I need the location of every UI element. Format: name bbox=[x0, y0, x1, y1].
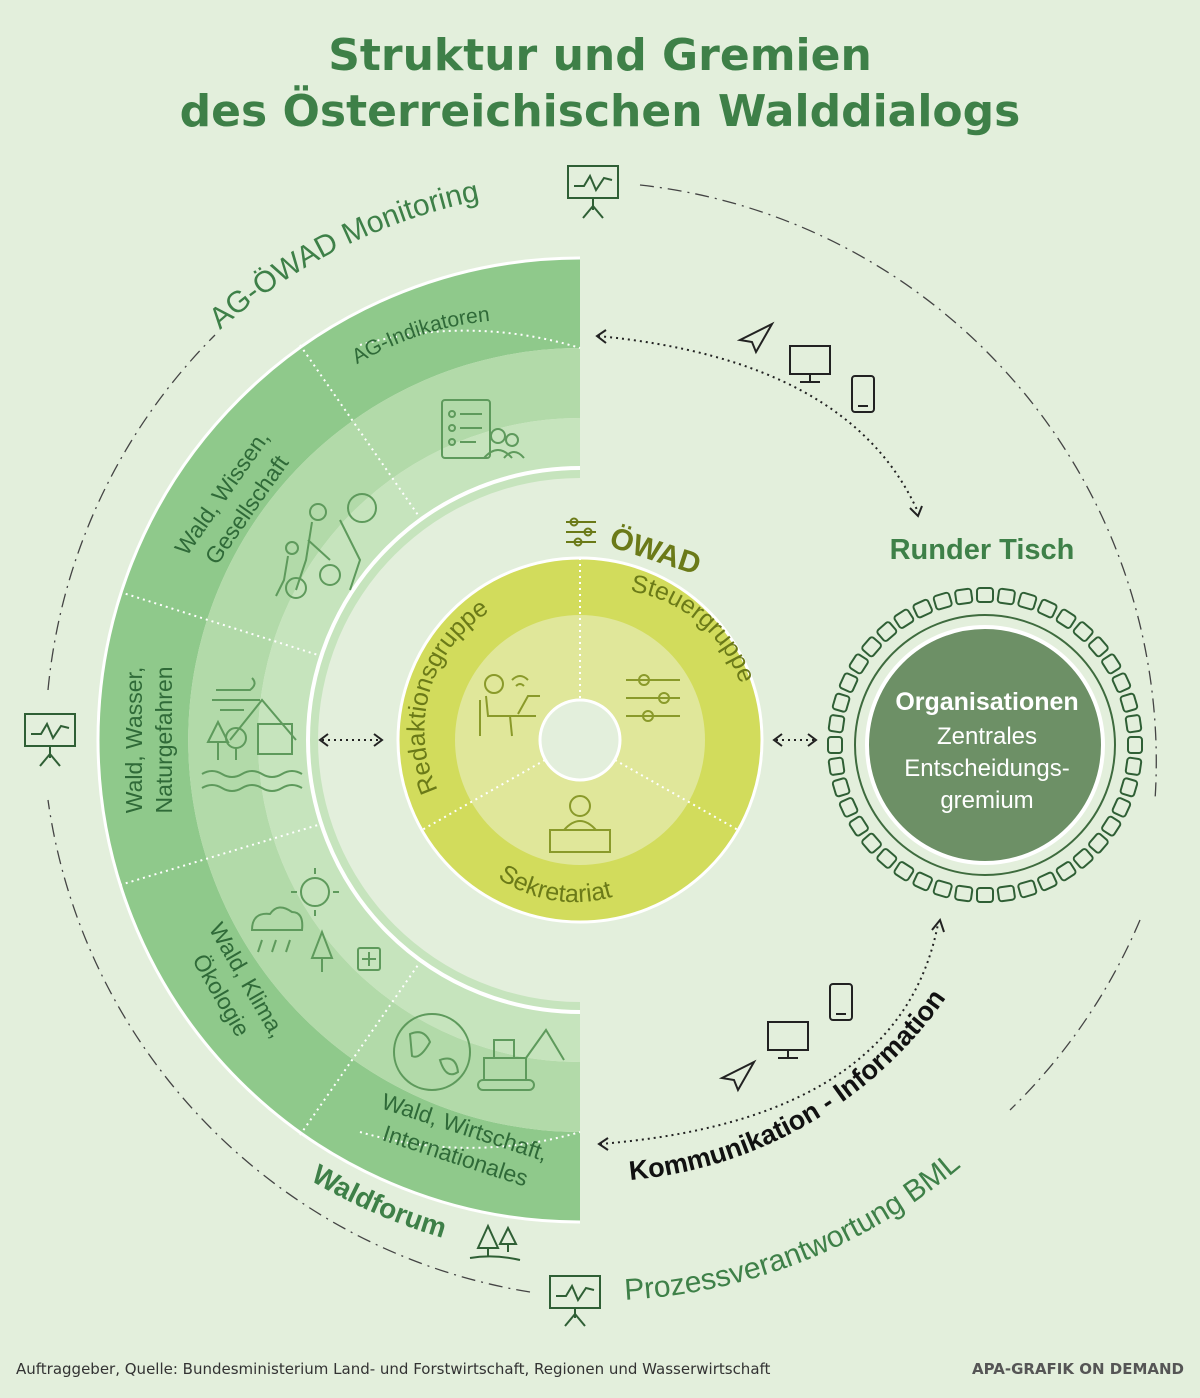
trees-icon bbox=[470, 1226, 520, 1260]
chair-icon bbox=[861, 636, 882, 657]
chair-icon bbox=[893, 861, 914, 881]
chair-icon bbox=[893, 609, 914, 629]
bidirectional-arrow-right bbox=[774, 734, 816, 746]
chair-icon bbox=[933, 592, 952, 610]
smartphone-icon bbox=[830, 984, 852, 1020]
chair-icon bbox=[1073, 848, 1094, 869]
runder-tisch-line-3: gremium bbox=[940, 787, 1033, 814]
monitor-icon bbox=[768, 1022, 808, 1058]
chair-icon bbox=[1056, 609, 1077, 629]
chair-icon bbox=[1112, 797, 1131, 817]
presentation-board-icon bbox=[550, 1276, 600, 1326]
chair-icon bbox=[1037, 872, 1057, 891]
chair-icon bbox=[828, 757, 844, 775]
chair-icon bbox=[997, 885, 1015, 901]
chair-icon bbox=[997, 588, 1015, 604]
footer-source: Auftraggeber, Quelle: Bundesministerium … bbox=[16, 1360, 770, 1378]
chair-icon bbox=[955, 885, 973, 901]
svg-text:Naturgefahren: Naturgefahren bbox=[151, 666, 177, 813]
chair-icon bbox=[977, 588, 993, 602]
chair-icon bbox=[832, 693, 850, 712]
chair-icon bbox=[861, 833, 882, 854]
chair-icon bbox=[849, 816, 869, 837]
chair-icon bbox=[1018, 880, 1037, 898]
runder-tisch-label: Runder Tisch bbox=[890, 534, 1075, 566]
chair-icon bbox=[1037, 599, 1057, 618]
chair-icon bbox=[876, 621, 897, 642]
chair-icon bbox=[1128, 737, 1142, 753]
bidirectional-arrow-left bbox=[320, 734, 382, 746]
runder-tisch-line-2: Entscheidungs- bbox=[904, 755, 1069, 782]
chair-icon bbox=[1073, 621, 1094, 642]
chair-icon bbox=[1088, 636, 1109, 657]
runder-tisch-title: Organisationen bbox=[895, 688, 1078, 716]
presentation-board-icon bbox=[25, 714, 75, 766]
chair-icon bbox=[849, 653, 869, 674]
chair-icon bbox=[1101, 816, 1121, 837]
chair-icon bbox=[828, 715, 844, 733]
chair-icon bbox=[832, 778, 850, 797]
sliders-icon bbox=[566, 519, 596, 546]
chair-icon bbox=[1101, 653, 1121, 674]
chair-icon bbox=[839, 797, 858, 817]
chair-icon bbox=[955, 588, 973, 604]
chair-icon bbox=[1088, 833, 1109, 854]
chair-icon bbox=[828, 737, 842, 753]
chair-icon bbox=[1056, 861, 1077, 881]
runder-tisch-line-1: Zentrales bbox=[937, 723, 1037, 750]
paper-plane-icon bbox=[740, 324, 772, 352]
footer-credit: APA-GRAFIK ON DEMAND bbox=[972, 1360, 1184, 1378]
chair-icon bbox=[839, 673, 858, 693]
communication-label: Kommunikation - Information bbox=[627, 984, 951, 1186]
chair-icon bbox=[1018, 592, 1037, 610]
chair-icon bbox=[933, 880, 952, 898]
chair-icon bbox=[913, 599, 933, 618]
chair-icon bbox=[1125, 715, 1141, 733]
svg-text:Wald, Wasser,: Wald, Wasser, bbox=[121, 667, 147, 814]
curved-arrow-top bbox=[597, 330, 922, 516]
paper-plane-icon bbox=[722, 1062, 754, 1090]
monitor-icon bbox=[790, 346, 830, 382]
presentation-board-icon bbox=[568, 166, 618, 218]
chair-icon bbox=[1112, 673, 1131, 693]
chair-icon bbox=[876, 848, 897, 869]
smartphone-icon bbox=[852, 376, 874, 412]
chair-icon bbox=[913, 872, 933, 891]
chair-icon bbox=[977, 888, 993, 902]
chair-icon bbox=[1120, 778, 1138, 797]
chair-icon bbox=[1125, 757, 1141, 775]
chair-icon bbox=[1120, 693, 1138, 712]
